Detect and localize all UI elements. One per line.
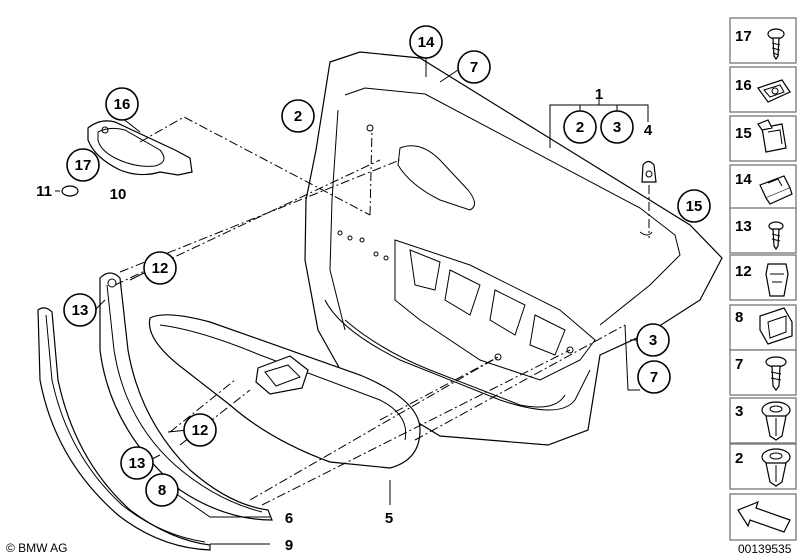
legend-num-13: 13 <box>735 218 752 235</box>
label-10: 10 <box>110 186 127 203</box>
callout-c14: 14 <box>409 25 443 59</box>
svg-text:14: 14 <box>418 34 435 51</box>
bracket-clip-icon <box>759 175 793 205</box>
legend-num-8: 8 <box>735 309 743 326</box>
diagram-number: 00139535 <box>738 542 792 556</box>
svg-text:12: 12 <box>192 422 209 439</box>
callout-c3b: 3 <box>636 323 670 357</box>
sleeve-clip-icon <box>757 119 787 153</box>
svg-text:13: 13 <box>129 455 146 472</box>
label-4: 4 <box>644 122 653 139</box>
label-1: 1 <box>595 86 603 103</box>
svg-text:15: 15 <box>686 198 703 215</box>
svg-text:3: 3 <box>649 332 657 349</box>
callout-c13b: 13 <box>120 446 154 480</box>
svg-text:17: 17 <box>75 157 92 174</box>
svg-text:7: 7 <box>470 59 478 76</box>
svg-text:8: 8 <box>158 482 166 499</box>
legend-num-16: 16 <box>735 77 752 94</box>
svg-text:3: 3 <box>613 119 621 136</box>
legend-num-2: 2 <box>735 450 743 467</box>
screw-icon <box>768 221 784 251</box>
legend-num-3: 3 <box>735 403 743 420</box>
callout-c8: 8 <box>145 473 179 507</box>
washer-screw-icon <box>765 356 787 391</box>
callout-c17: 17 <box>66 148 100 182</box>
svg-text:16: 16 <box>114 96 131 113</box>
armrest-trim <box>148 314 421 469</box>
clip-nut-icon <box>757 79 791 103</box>
legend-num-14: 14 <box>735 171 752 188</box>
label-11: 11 <box>36 183 52 200</box>
legend-num-15: 15 <box>735 125 752 142</box>
callout-c13a: 13 <box>63 293 97 327</box>
door-trim-panel <box>304 51 723 446</box>
expanding-rivet-icon <box>761 401 791 441</box>
holder-clip-icon <box>759 307 793 345</box>
door-inner-handle <box>87 120 193 176</box>
callout-c15: 15 <box>677 189 711 223</box>
spreader-sleeve-icon <box>765 263 789 297</box>
screw-icon <box>767 28 785 61</box>
callout-c16: 16 <box>105 87 139 121</box>
callout-c12b: 12 <box>183 413 217 447</box>
copyright-text: © BMW AG <box>6 541 68 555</box>
svg-text:13: 13 <box>72 302 89 319</box>
cap-11 <box>61 185 79 197</box>
clip-4 <box>641 160 657 183</box>
callout-c7a: 7 <box>457 50 491 84</box>
callout-c2b: 2 <box>563 110 597 144</box>
svg-text:2: 2 <box>294 108 302 125</box>
callout-c12a: 12 <box>143 251 177 285</box>
svg-text:7: 7 <box>650 369 658 386</box>
expanding-rivet-icon <box>761 448 791 487</box>
legend-num-12: 12 <box>735 263 752 280</box>
callout-c7b: 7 <box>637 360 671 394</box>
legend-num-17: 17 <box>735 28 752 45</box>
label-6: 6 <box>285 510 293 527</box>
svg-text:2: 2 <box>576 119 584 136</box>
legend-num-7: 7 <box>735 356 743 373</box>
callout-c3a: 3 <box>600 110 634 144</box>
parts-legend: 17 16 15 14 13 12 8 7 3 2 <box>729 17 797 541</box>
trim-strip-9 <box>37 307 211 551</box>
callout-c2a: 2 <box>281 99 315 133</box>
svg-text:12: 12 <box>152 260 169 277</box>
label-5: 5 <box>385 510 393 527</box>
label-9: 9 <box>285 537 293 554</box>
direction-arrow-icon <box>737 500 791 533</box>
leader-lines <box>55 50 701 545</box>
assembly-lines <box>114 116 650 506</box>
